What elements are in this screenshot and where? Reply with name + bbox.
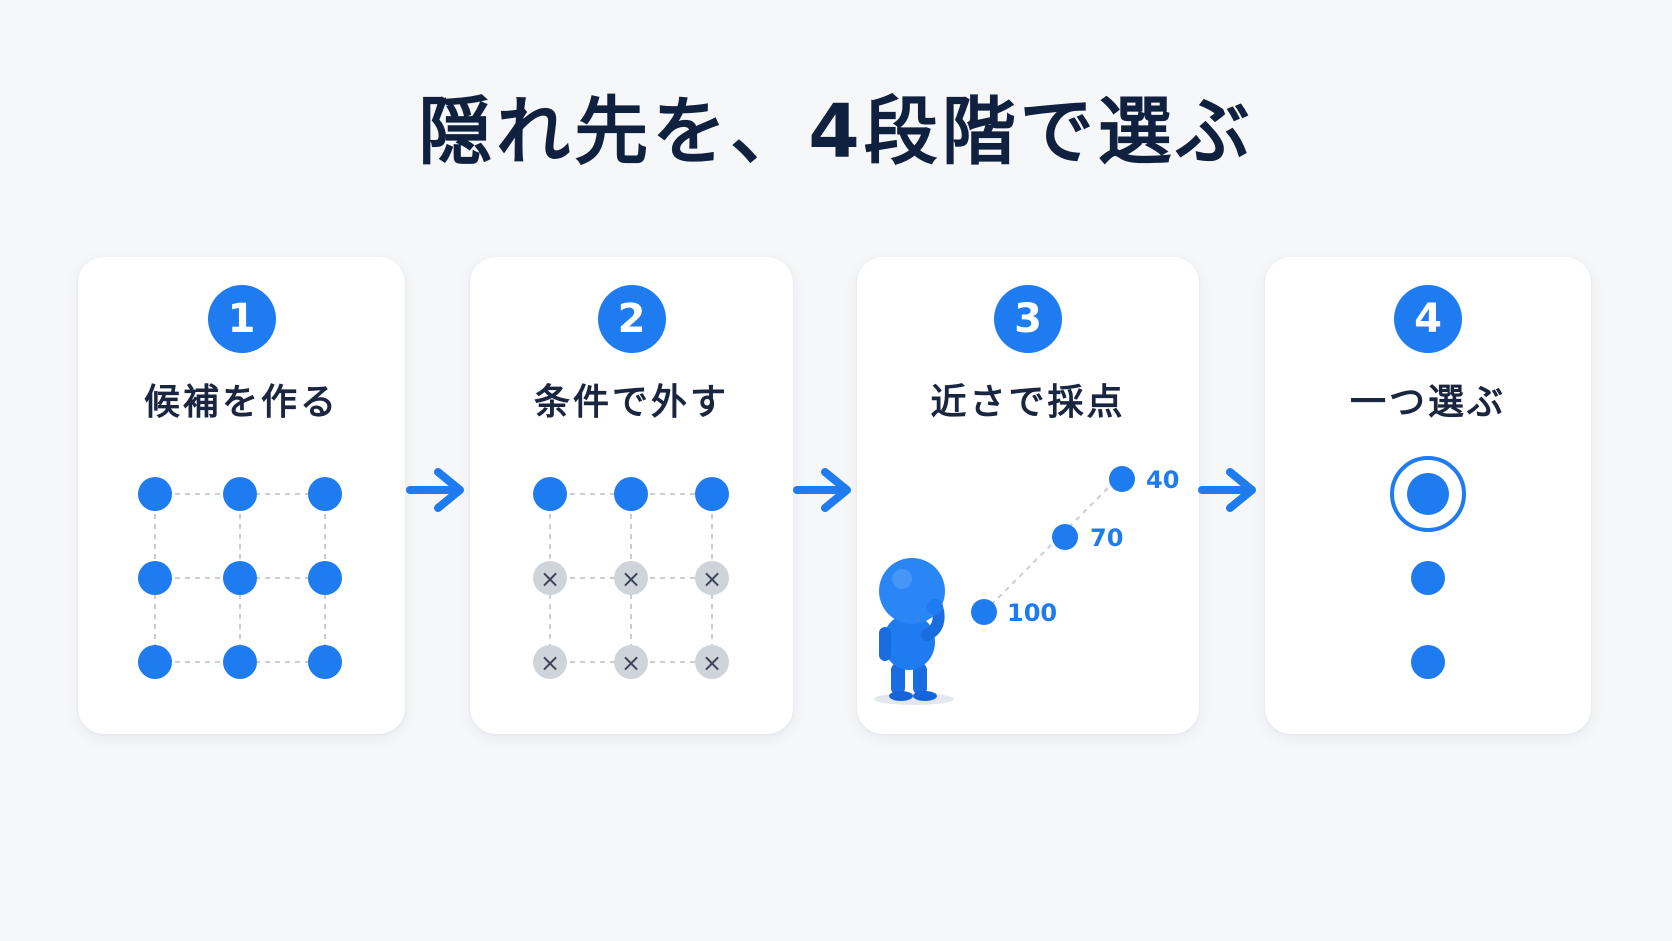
excluded-x-icon: × (702, 649, 722, 677)
kept-candidate-dot (533, 477, 567, 511)
excluded-x-icon: × (621, 565, 641, 593)
score-label-70: 70 (1090, 524, 1123, 552)
candidate-dot (138, 561, 172, 595)
excluded-candidate-dot (614, 561, 648, 595)
step-number-badge: 1 (207, 285, 276, 353)
score-dot (1052, 524, 1078, 550)
option-dot (1411, 561, 1445, 595)
excluded-candidate-dot (533, 561, 567, 595)
arrow-right-icon (1198, 468, 1256, 512)
candidate-dot (223, 561, 257, 595)
excluded-x-icon: × (540, 649, 560, 677)
arrow-right-icon (406, 468, 464, 512)
step-card-3: 3 近さで採点 100 70 40 (857, 257, 1199, 734)
excluded-candidate-dot (695, 561, 729, 595)
excluded-candidate-dot (614, 645, 648, 679)
candidate-dot (308, 561, 342, 595)
excluded-candidate-dot (695, 645, 729, 679)
candidate-dot (138, 477, 172, 511)
score-dot (1109, 466, 1135, 492)
page-title: 隠れ先を、4段階で選ぶ (418, 89, 1254, 175)
filtered-grid: × × × × × × (533, 477, 729, 679)
kept-candidate-dot (614, 477, 648, 511)
thinking-person-icon (874, 558, 954, 705)
excluded-x-icon: × (621, 649, 641, 677)
step-number-badge: 2 (597, 285, 666, 353)
kept-candidate-dot (695, 477, 729, 511)
target-ring-icon (1390, 456, 1466, 532)
step-number-badge: 3 (994, 285, 1062, 353)
candidate-dot (223, 645, 257, 679)
score-dot (971, 599, 997, 625)
selection-illustration (1390, 456, 1466, 679)
candidate-dot (138, 645, 172, 679)
step-card-1: 1 候補を作る (78, 257, 405, 734)
candidate-dot (223, 477, 257, 511)
arrow-right-icon (793, 468, 851, 512)
selected-dot (1407, 473, 1449, 515)
step-label: 条件で外す (533, 382, 729, 423)
proximity-score-illustration: 100 70 40 (874, 466, 1179, 705)
score-label-100: 100 (1007, 599, 1057, 627)
score-label-40: 40 (1146, 466, 1179, 494)
step-card-4: 4 一つ選ぶ (1265, 257, 1591, 734)
candidate-grid (138, 477, 342, 679)
step-label: 一つ選ぶ (1349, 382, 1506, 423)
option-dot (1411, 645, 1445, 679)
excluded-x-icon: × (702, 565, 722, 593)
step-card-2: 2 条件で外す × × × × × × (470, 257, 793, 734)
step-label: 候補を作る (143, 382, 339, 423)
step-label: 近さで採点 (930, 382, 1126, 423)
excluded-candidate-dot (533, 645, 567, 679)
step-number-badge: 4 (1394, 285, 1462, 353)
candidate-dot (308, 477, 342, 511)
candidate-dot (308, 645, 342, 679)
excluded-x-icon: × (540, 565, 560, 593)
